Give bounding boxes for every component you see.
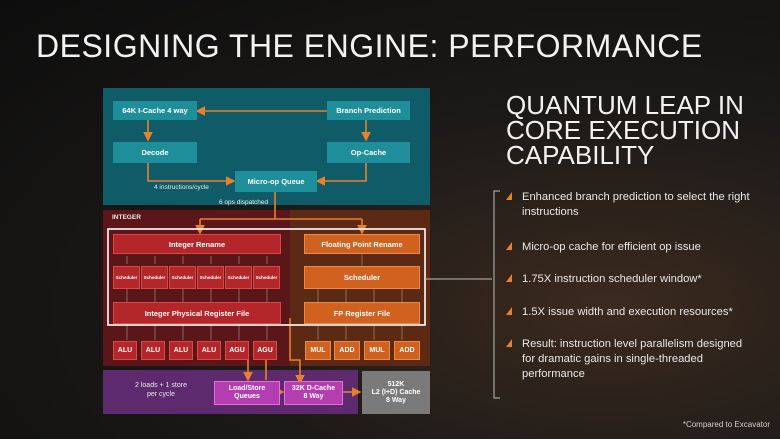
integer-scheduler-6: Scheduler bbox=[253, 266, 280, 289]
subtitle-line-1: QUANTUM LEAP IN bbox=[506, 90, 744, 120]
fp-unit-add-2: ADD bbox=[394, 341, 420, 360]
load-store-queues-box: Load/Store Queues bbox=[214, 381, 280, 405]
triangle-bullet-icon bbox=[506, 307, 512, 315]
decode-box: Decode bbox=[113, 142, 197, 163]
l2-cache-box: 512K L2 (I+D) Cache 8 Way bbox=[362, 371, 430, 414]
bullet-list: Enhanced branch prediction to select the… bbox=[500, 190, 750, 398]
bullet-item: 1.75X instruction scheduler window* bbox=[506, 272, 752, 287]
slide-subtitle: QUANTUM LEAP IN CORE EXECUTION CAPABILIT… bbox=[506, 90, 766, 170]
slide-title: DESIGNING THE ENGINE: PERFORMANCE bbox=[36, 28, 703, 64]
op-cache-box: Op-Cache bbox=[327, 142, 410, 163]
subtitle-line-3: CAPABILITY bbox=[506, 140, 655, 170]
bullet-item: Micro-op cache for efficient op issue bbox=[506, 240, 752, 255]
integer-unit-agu-1: AGU bbox=[225, 341, 249, 360]
ops-dispatched-label: 6 ops dispatched bbox=[219, 199, 269, 206]
subtitle-line-2: CORE EXECUTION bbox=[506, 115, 741, 145]
triangle-bullet-icon bbox=[506, 242, 512, 250]
bullet-item: 1.5X issue width and execution resources… bbox=[506, 305, 752, 320]
bullet-item: Enhanced branch prediction to select the… bbox=[506, 190, 752, 220]
triangle-bullet-icon bbox=[506, 192, 512, 200]
integer-unit-alu-2: ALU bbox=[141, 341, 165, 360]
fp-unit-add-1: ADD bbox=[334, 341, 360, 360]
integer-scheduler-4: Scheduler bbox=[197, 266, 224, 289]
bullet-item: Result: instruction level parallelism de… bbox=[506, 337, 752, 382]
integer-unit-alu-1: ALU bbox=[113, 341, 137, 360]
integer-unit-agu-2: AGU bbox=[253, 341, 277, 360]
integer-register-file-box: Integer Physical Register File bbox=[113, 302, 281, 324]
integer-unit-alu-3: ALU bbox=[169, 341, 193, 360]
icache-box: 64K I-Cache 4 way bbox=[113, 101, 197, 120]
loads-stores-label: 2 loads + 1 store per cycle bbox=[135, 382, 187, 398]
fp-register-file-box: FP Register File bbox=[304, 302, 420, 324]
fp-unit-mul-2: MUL bbox=[364, 341, 390, 360]
fp-rename-box: Floating Point Rename bbox=[304, 234, 420, 254]
triangle-bullet-icon bbox=[506, 339, 512, 347]
dcache-box: 32K D-Cache 8 Way bbox=[284, 381, 343, 405]
integer-scheduler-3: Scheduler bbox=[169, 266, 196, 289]
instructions-per-cycle-label: 4 instructions/cycle bbox=[154, 184, 209, 191]
footnote: *Compared to Excavator bbox=[682, 420, 770, 429]
branch-prediction-box: Branch Prediction bbox=[327, 101, 410, 120]
fp-scheduler-box: Scheduler bbox=[304, 266, 420, 289]
fp-unit-mul-1: MUL bbox=[305, 341, 331, 360]
integer-scheduler-1: Scheduler bbox=[113, 266, 140, 289]
integer-scheduler-5: Scheduler bbox=[225, 266, 252, 289]
integer-section-label: INTEGER bbox=[112, 214, 141, 221]
triangle-bullet-icon bbox=[506, 274, 512, 282]
integer-scheduler-2: Scheduler bbox=[141, 266, 168, 289]
micro-op-queue-box: Micro-op Queue bbox=[235, 171, 317, 192]
integer-unit-alu-4: ALU bbox=[197, 341, 221, 360]
integer-rename-box: Integer Rename bbox=[113, 234, 281, 254]
